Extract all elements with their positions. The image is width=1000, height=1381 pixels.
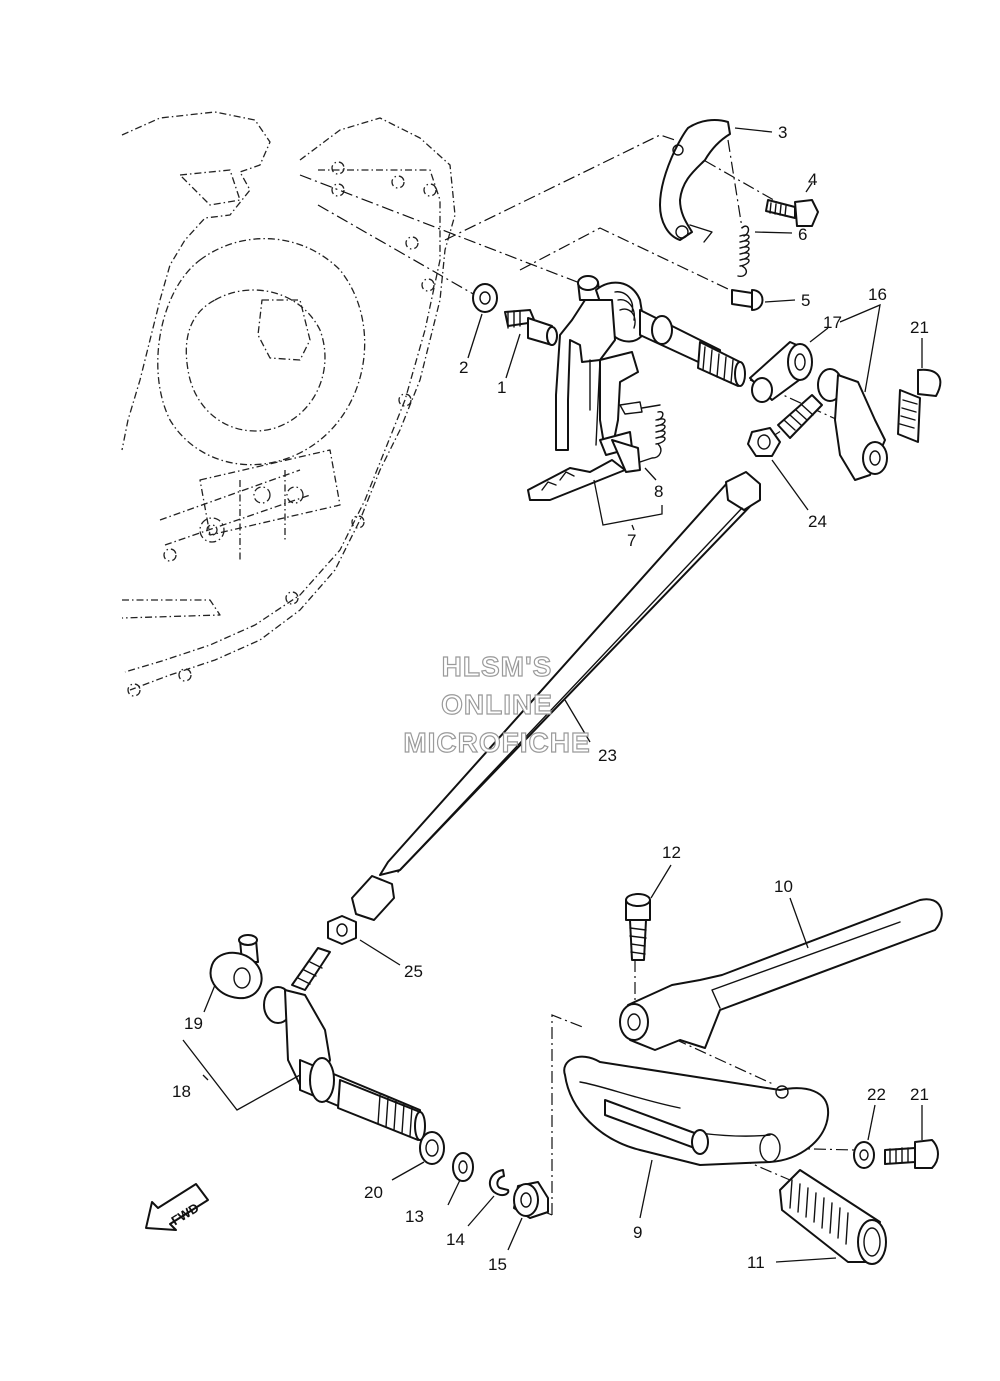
part-10-shift-pedal [619, 898, 943, 1051]
part-12-bolt [625, 893, 651, 961]
leader-lines [182, 127, 923, 1263]
callout-25: 25 [404, 962, 423, 981]
callout-11: 11 [747, 1253, 765, 1272]
watermark-line-3: MICROFICHE [403, 727, 590, 758]
callout-13: 13 [405, 1207, 424, 1226]
part-3-stopper-lever [659, 119, 731, 243]
callout-6: 6 [798, 225, 807, 244]
part-7-shift-shaft-assembly [527, 275, 746, 501]
part-21-bolt-lower [884, 1139, 939, 1169]
watermark-line-2: ONLINE [441, 689, 553, 720]
callout-24: 24 [808, 512, 827, 531]
part-16-shift-arm [777, 368, 888, 481]
part-23-shift-rod [351, 471, 761, 921]
callout-3: 3 [778, 123, 787, 142]
callout-1: 1 [497, 378, 506, 397]
callout-10: 10 [774, 877, 793, 896]
part-1-pin [504, 309, 558, 346]
callout-17: 17 [823, 313, 842, 332]
callout-21-lower: 21 [910, 1085, 929, 1104]
callout-8: 8 [654, 482, 663, 501]
callout-2: 2 [459, 358, 468, 377]
callout-16: 16 [868, 285, 887, 304]
part-20-seal [419, 1131, 445, 1165]
callout-22: 22 [867, 1085, 886, 1104]
part-22-washer [853, 1141, 875, 1169]
callout-12: 12 [662, 843, 681, 862]
callout-20: 20 [364, 1183, 383, 1202]
part-11-rubber-grip [779, 1169, 887, 1265]
part-21-bolt-upper [897, 368, 942, 443]
part-17-rod-end [749, 341, 813, 403]
callout-4: 4 [808, 170, 817, 189]
part-6-spring [737, 225, 750, 278]
part-13-washer [452, 1152, 474, 1182]
callout-9: 9 [633, 1223, 642, 1242]
part-25-nut [327, 915, 357, 945]
part-8-spring [639, 404, 666, 463]
part-18-shift-arm [263, 947, 426, 1141]
part-4-bolt [765, 199, 819, 227]
part-19-rod-end [209, 934, 263, 1000]
watermark-line-1: HLSM'S [442, 651, 553, 682]
callout-23: 23 [598, 746, 617, 765]
part-9-pedal-bracket [563, 1055, 830, 1166]
part-5-pin [731, 289, 764, 311]
part-2-washer [472, 283, 498, 313]
callout-19: 19 [184, 1014, 203, 1033]
part-14-circlip [488, 1169, 510, 1197]
part-15-bushing [513, 1181, 549, 1219]
callout-labels: 3 4 6 5 2 1 17 16 21 8 24 7 23 12 10 25 … [172, 123, 929, 1274]
callout-18: 18 [172, 1082, 191, 1101]
watermark: HLSM'S ONLINE MICROFICHE [403, 650, 591, 758]
forward-direction-arrow: FWD [145, 1183, 209, 1231]
callout-15: 15 [488, 1255, 507, 1274]
callout-21-upper: 21 [910, 318, 929, 337]
callout-5: 5 [801, 291, 810, 310]
crankcase-outline [121, 111, 456, 697]
callout-14: 14 [446, 1230, 465, 1249]
callout-7: 7 [627, 531, 636, 550]
part-24-nut [747, 427, 781, 457]
